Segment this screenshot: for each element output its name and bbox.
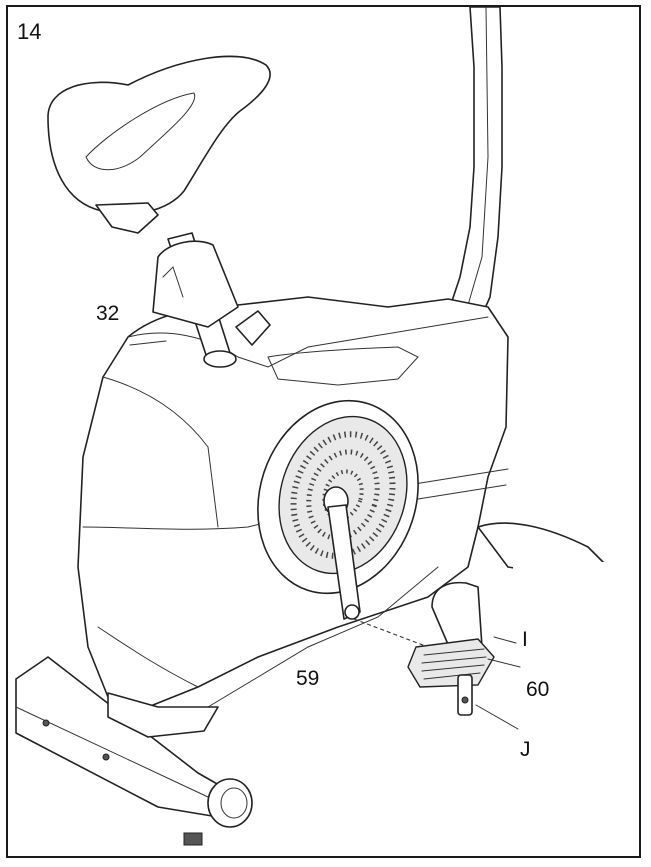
rear-stabilizer xyxy=(477,522,639,632)
stabilizer-icon xyxy=(15,656,253,846)
leader-60 xyxy=(487,658,521,668)
part-label-60: 60 xyxy=(526,678,550,701)
leader-j xyxy=(475,704,519,730)
exercise-bike-drawing xyxy=(15,7,639,846)
callout-i: I xyxy=(522,628,528,651)
callout-j: J xyxy=(520,738,531,761)
leader-i xyxy=(493,636,517,644)
part-label-59: 59 xyxy=(296,667,320,690)
pedal-icon xyxy=(407,581,495,716)
assembly-line xyxy=(353,618,429,648)
step-number: 14 xyxy=(17,19,42,44)
crank-arm xyxy=(327,504,361,620)
seat-bracket xyxy=(152,240,239,328)
part-label-32: 32 xyxy=(96,302,120,325)
seat-icon xyxy=(47,55,271,234)
diagram-frame: 14 32 59 60 I J xyxy=(6,5,641,858)
flywheel-cover-icon xyxy=(257,399,419,595)
handlebar-upright-icon xyxy=(449,7,503,316)
leader-32 xyxy=(129,340,167,346)
frame-edge xyxy=(207,566,439,708)
